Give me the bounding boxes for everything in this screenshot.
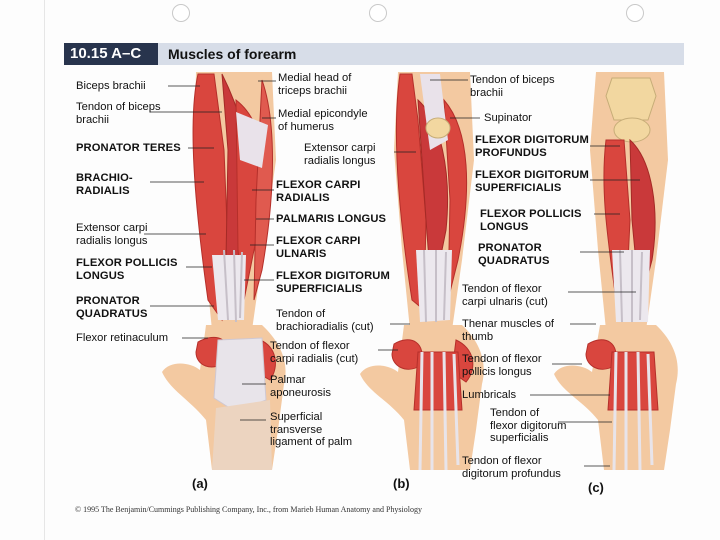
figure-title: Muscles of forearm <box>168 46 297 62</box>
figure-number: 10.15 A–C <box>64 43 158 65</box>
punch-hole <box>626 4 644 22</box>
label-tendon-flexor-digitorum-prof: Tendon of flexor digitorum profundus <box>462 455 561 480</box>
label-palmaris-longus: PALMARIS LONGUS <box>276 213 387 225</box>
label-medial-head-triceps: Medial head of triceps brachii <box>278 72 352 97</box>
label-flexor-carpi-radialis: FLEXOR CARPI RADIALIS <box>276 179 361 204</box>
label-supinator: Supinator <box>484 112 532 124</box>
label-flexor-pollicis-a: FLEXOR POLLICIS LONGUS <box>76 257 178 282</box>
label-tendon-biceps-c: Tendon of biceps brachii <box>470 74 555 99</box>
label-pronator-teres: PRONATOR TERES <box>76 142 181 154</box>
figure-header: 10.15 A–C Muscles of forearm <box>64 43 684 65</box>
panel-label-c: (c) <box>588 480 604 495</box>
label-pronator-quadratus-c: PRONATOR QUADRATUS <box>478 242 550 267</box>
label-extensor-carpi-b: Extensor carpi radialis longus <box>304 142 376 167</box>
label-tendon-brachioradialis: Tendon of brachioradialis (cut) <box>276 308 374 333</box>
label-tendon-biceps-a: Tendon of biceps brachii <box>76 101 161 126</box>
label-lumbricals: Lumbricals <box>462 389 517 401</box>
forearm-a <box>162 72 286 470</box>
label-extensor-carpi-a: Extensor carpi radialis longus <box>76 222 148 247</box>
leader-lines <box>144 79 640 467</box>
label-biceps-brachii: Biceps brachii <box>76 80 146 92</box>
label-thenar-muscles: Thenar muscles of thumb <box>462 318 555 343</box>
label-flexor-pollicis-c: FLEXOR POLLICIS LONGUS <box>480 208 582 233</box>
label-superficial-transverse-ligament: Superficial transverse ligament of palm <box>270 411 353 448</box>
label-medial-epicondyle: Medial epicondyle of humerus <box>278 108 368 133</box>
label-tendon-flexor-pollicis-longus: Tendon of flexor pollicis longus <box>462 353 542 378</box>
label-tendon-flexor-digitorum-sup: Tendon of flexor digitorum superficialis <box>490 407 567 444</box>
forearm-c <box>554 72 678 471</box>
forearm-b <box>360 72 484 471</box>
label-pronator-quadratus-a: PRONATOR QUADRATUS <box>76 295 148 320</box>
label-tendon-flexor-carpi-radialis: Tendon of flexor carpi radialis (cut) <box>270 340 359 365</box>
label-brachioradialis: BRACHIO- RADIALIS <box>76 172 133 197</box>
label-flexor-carpi-ulnaris: FLEXOR CARPI ULNARIS <box>276 235 361 260</box>
label-palmar-aponeurosis: Palmar aponeurosis <box>270 374 331 399</box>
copyright-credit: © 1995 The Benjamin/Cummings Publishing … <box>75 505 422 514</box>
label-tendon-flexor-carpi-ulnaris: Tendon of flexor carpi ulnaris (cut) <box>462 283 548 308</box>
panel-label-a: (a) <box>192 476 208 491</box>
page-edge <box>44 0 45 540</box>
panel-label-b: (b) <box>393 476 410 491</box>
label-flexor-digitorum-profundus: FLEXOR DIGITORUM PROFUNDUS <box>475 134 589 159</box>
label-flexor-retinaculum: Flexor retinaculum <box>76 332 169 344</box>
punch-hole <box>369 4 387 22</box>
label-flexor-digitorum-sup-right: FLEXOR DIGITORUM SUPERFICIALIS <box>475 169 589 194</box>
label-flexor-digitorum-sup-mid: FLEXOR DIGITORUM SUPERFICIALIS <box>276 270 390 295</box>
punch-hole <box>172 4 190 22</box>
